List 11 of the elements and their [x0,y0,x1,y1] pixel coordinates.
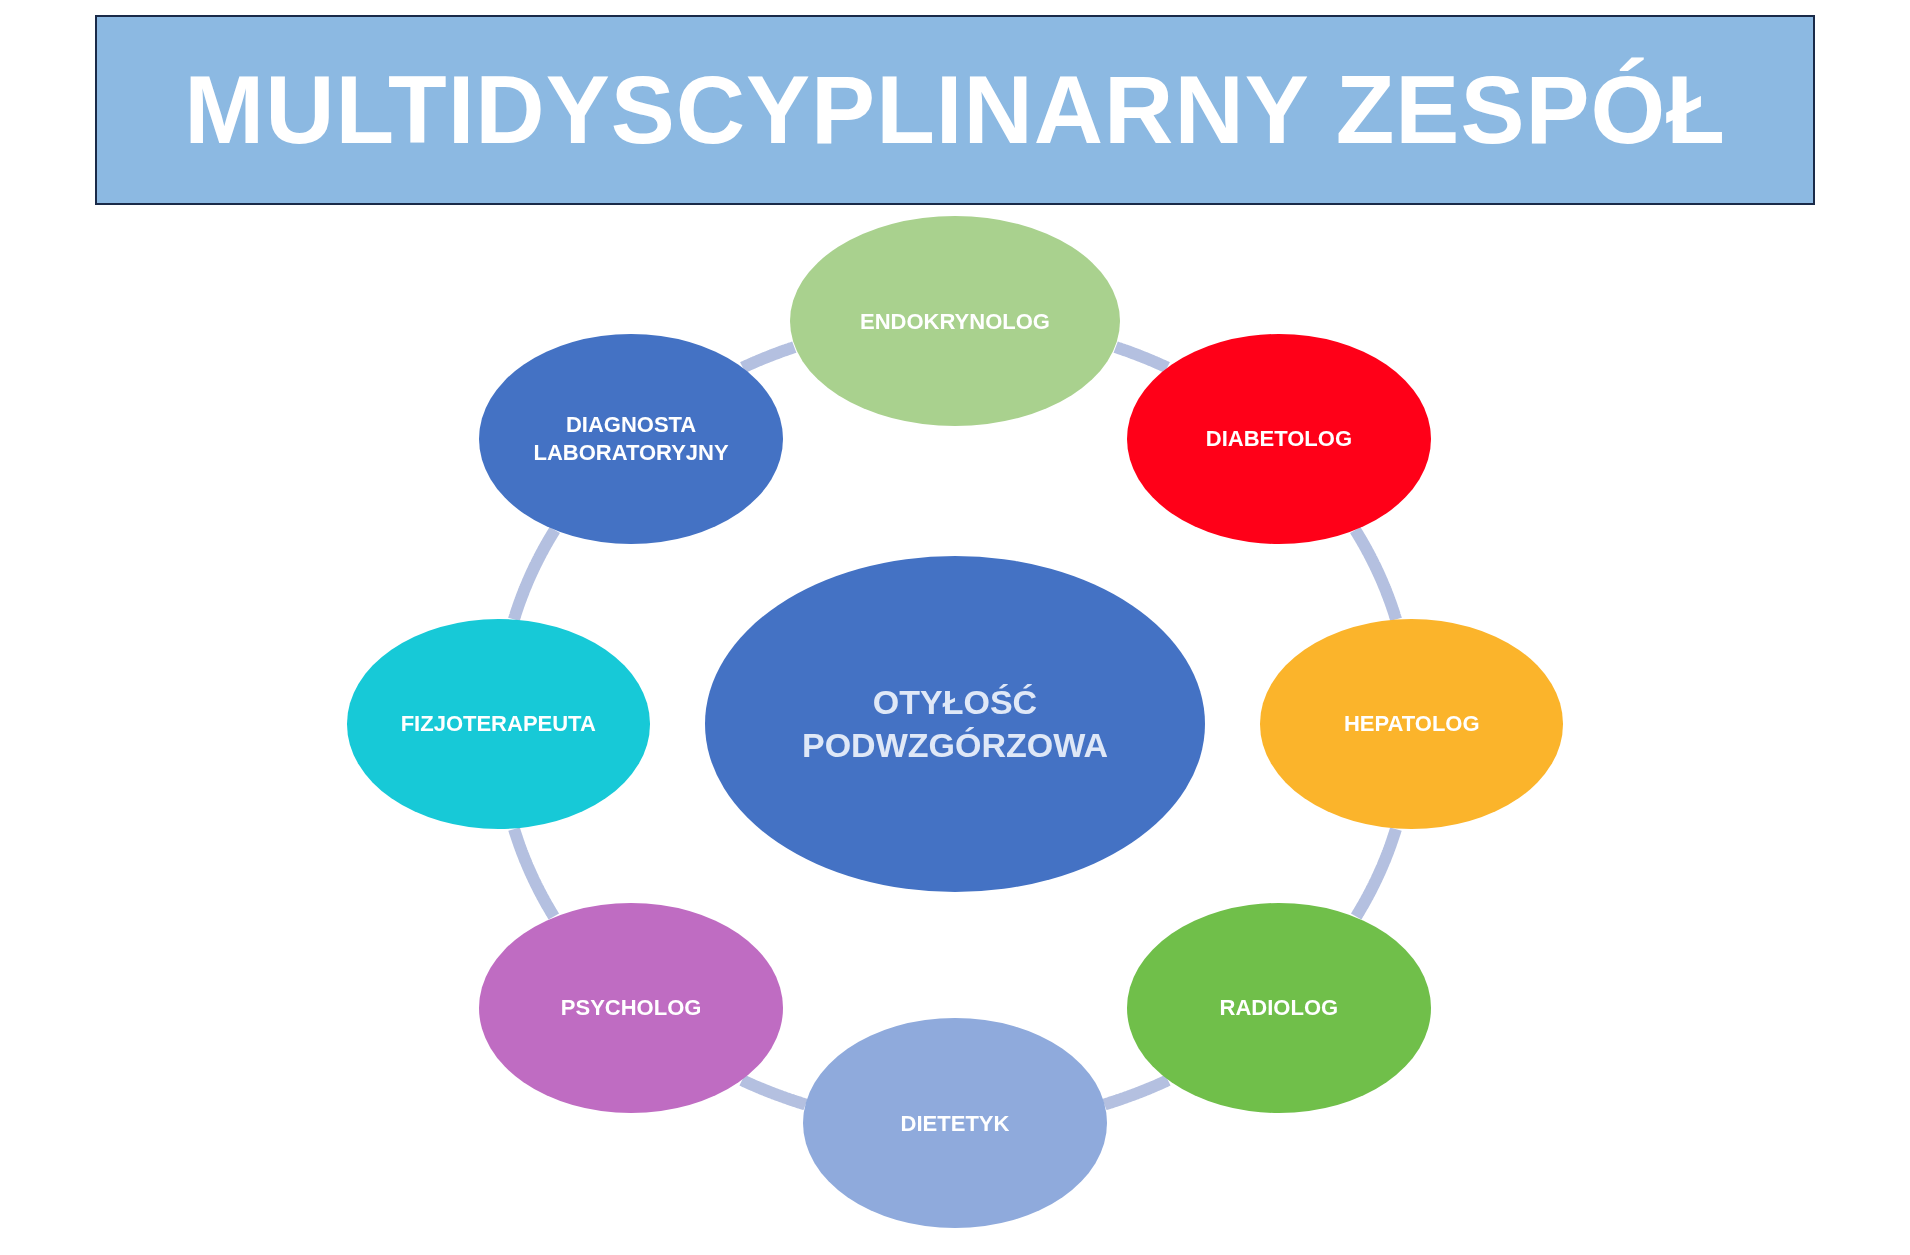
banner [95,15,1815,205]
node-label: RADIOLOG [1219,993,1339,1022]
node-label: OTYŁOŚĆ PODWZGÓRZOWA [801,682,1109,766]
node-label: PSYCHOLOG [560,993,702,1022]
node-label: HEPATOLOG [1343,710,1480,738]
node-label: DIETETYK [900,1109,1010,1138]
node-label: DIABETOLOG [1205,424,1352,453]
node-label: DIAGNOSTA LABORATORYJNY [532,411,730,467]
node-label: FIZJOTERAPEUTA [400,710,596,738]
node-label: ENDOKRYNOLOG [860,307,1050,336]
banner-title: MULTIDYSCYPLINARNY ZESPÓŁ [184,55,1726,165]
